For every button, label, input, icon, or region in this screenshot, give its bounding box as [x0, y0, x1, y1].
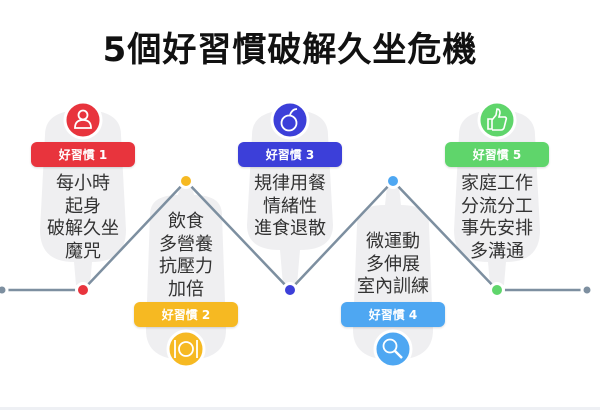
text-line: 微運動 — [366, 231, 420, 252]
habit-2-description: 飲食 多營養 抗壓力 加倍 — [126, 211, 246, 301]
habit-5-dot — [489, 282, 505, 298]
text-line: 多溝通 — [470, 240, 524, 262]
text-line: 破解久坐 — [47, 218, 119, 239]
text-line: 室內訓練 — [357, 276, 429, 297]
habit-2-dot — [178, 173, 194, 189]
habit-3-label: 好習慣 3 — [238, 142, 342, 167]
text-line: 情緒性 — [263, 195, 317, 217]
text-line: 魔咒 — [65, 240, 101, 262]
habit-4-label: 好習慣 4 — [341, 302, 445, 327]
text-line: 多伸展 — [366, 253, 420, 275]
page-title: 5個好習慣破解久坐危機 — [102, 30, 478, 70]
text-line: 家庭工作 — [461, 173, 533, 194]
text-line: 抗壓力 — [159, 256, 213, 277]
text-line: 規律用餐 — [254, 173, 326, 194]
habit-4-dot — [385, 173, 401, 189]
text-line: 飲食 — [168, 211, 204, 232]
timeline-end-dot — [580, 283, 594, 297]
habit-2-label: 好習慣 2 — [134, 302, 238, 327]
timeline-end-dot — [0, 283, 9, 297]
habit-5-description: 家庭工作 分流分工 事先安排 多溝通 — [437, 173, 557, 263]
text-line: 進食退散 — [254, 218, 326, 239]
bottom-strip — [0, 407, 600, 410]
habit-5-label: 好習慣 5 — [445, 142, 549, 167]
magnifier-icon — [373, 329, 413, 369]
habit-1-description: 每小時 起身 破解久坐 魔咒 — [23, 173, 143, 263]
text-line: 多營養 — [159, 233, 213, 255]
text-line: 分流分工 — [461, 195, 533, 217]
text-line: 起身 — [65, 195, 101, 217]
text-line: 每小時 — [56, 173, 110, 194]
user-icon — [63, 100, 103, 140]
habit-1-dot — [75, 282, 91, 298]
habit-1-label: 好習慣 1 — [31, 142, 135, 167]
apple-icon — [270, 100, 310, 140]
text-line: 事先安排 — [461, 218, 533, 239]
plate-cutlery-icon — [166, 329, 206, 369]
thumbs-up-icon — [477, 100, 517, 140]
habit-3-dot — [282, 282, 298, 298]
habit-4-description: 微運動 多伸展 室內訓練 — [333, 231, 453, 299]
text-line: 加倍 — [168, 278, 204, 300]
habit-3-description: 規律用餐 情緒性 進食退散 — [230, 173, 350, 241]
